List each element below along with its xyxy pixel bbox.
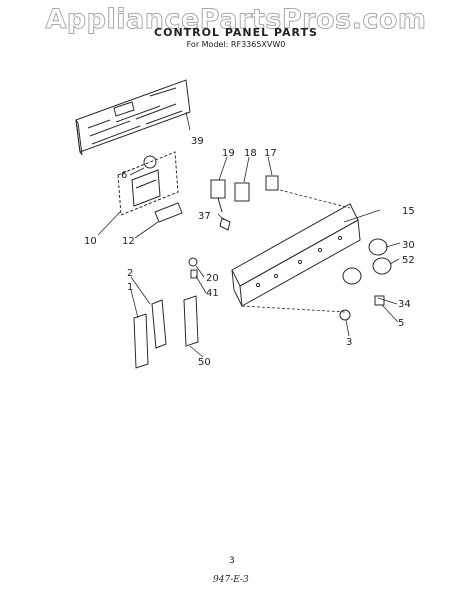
callout-20: 20 [206, 273, 219, 284]
callout-15: 15 [402, 206, 415, 217]
knob-parts [342, 238, 392, 285]
switch-parts [210, 175, 279, 213]
bracket-part [219, 217, 231, 231]
callout-1: 1 [127, 282, 133, 293]
callout-3: 3 [346, 337, 352, 348]
reference-code: 947-E-3 [213, 575, 249, 585]
callout-10: 10 [84, 236, 97, 247]
rear-panel-part [75, 79, 191, 156]
control-panel-housing-part [231, 203, 361, 307]
callout-5: 5 [398, 318, 404, 329]
callout-30: 30 [402, 240, 415, 251]
callout-19: 19 [222, 148, 235, 159]
leader-lines [97, 111, 401, 358]
callout-52: 52 [402, 255, 415, 266]
callout-17: 17 [264, 148, 277, 159]
spring-clip-part [374, 295, 385, 306]
callout-12: 12 [122, 236, 135, 247]
callout-34: 34 [398, 299, 411, 310]
callout-50: 50 [198, 357, 211, 368]
model-subtitle: For Model: RF3365XVW0 [186, 40, 286, 49]
callout-labels: 39 6 10 12 19 18 17 15 37 30 52 2 1 20 4… [84, 136, 415, 368]
callout-6: 6 [121, 170, 127, 181]
callout-18: 18 [244, 148, 257, 159]
diagram-title: CONTROL PANEL PARTS [154, 26, 318, 39]
overlay-part [154, 202, 183, 223]
clock-module-part [117, 151, 179, 216]
callout-2: 2 [127, 268, 133, 279]
page-number: 3 [229, 556, 235, 566]
screw-part [339, 309, 351, 321]
side-trim-parts [133, 257, 199, 369]
callout-39: 39 [191, 136, 204, 147]
callout-37: 37 [198, 211, 211, 222]
watermark-logo: AppliancePartsPros.com [45, 4, 427, 36]
callout-41: 41 [206, 288, 219, 299]
